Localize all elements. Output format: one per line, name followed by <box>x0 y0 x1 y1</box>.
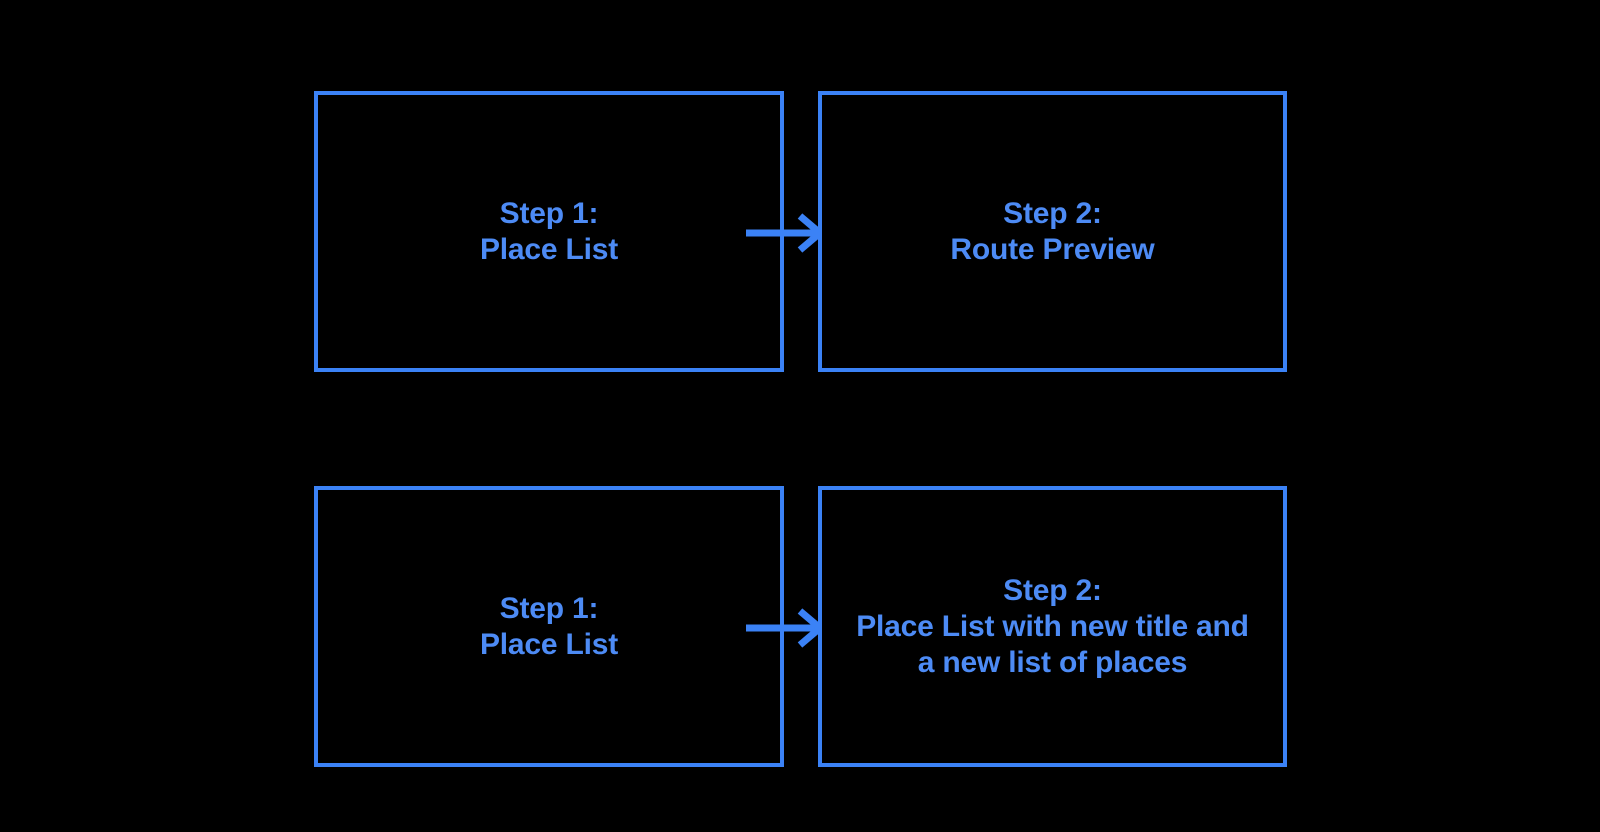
step-box-top-step-1[interactable]: Step 1: Place List <box>314 91 784 372</box>
step-box-bottom-step-1[interactable]: Step 1: Place List <box>314 486 784 767</box>
step-box-top-step-2[interactable]: Step 2: Route Preview <box>818 91 1287 372</box>
flow-row-bottom: Step 1: Place List Step 2: Place List wi… <box>0 476 1600 776</box>
step-box-label: Step 1: Place List <box>479 591 619 661</box>
step-box-label: Step 2: Route Preview <box>950 196 1155 266</box>
step-box-bottom-step-2[interactable]: Step 2: Place List with new title and a … <box>818 486 1287 767</box>
flow-row-top: Step 1: Place List Step 2: Route Preview <box>0 81 1600 381</box>
step-box-label: Step 1: Place List <box>479 196 619 266</box>
step-box-label: Step 2: Place List with new title and a … <box>856 573 1249 679</box>
